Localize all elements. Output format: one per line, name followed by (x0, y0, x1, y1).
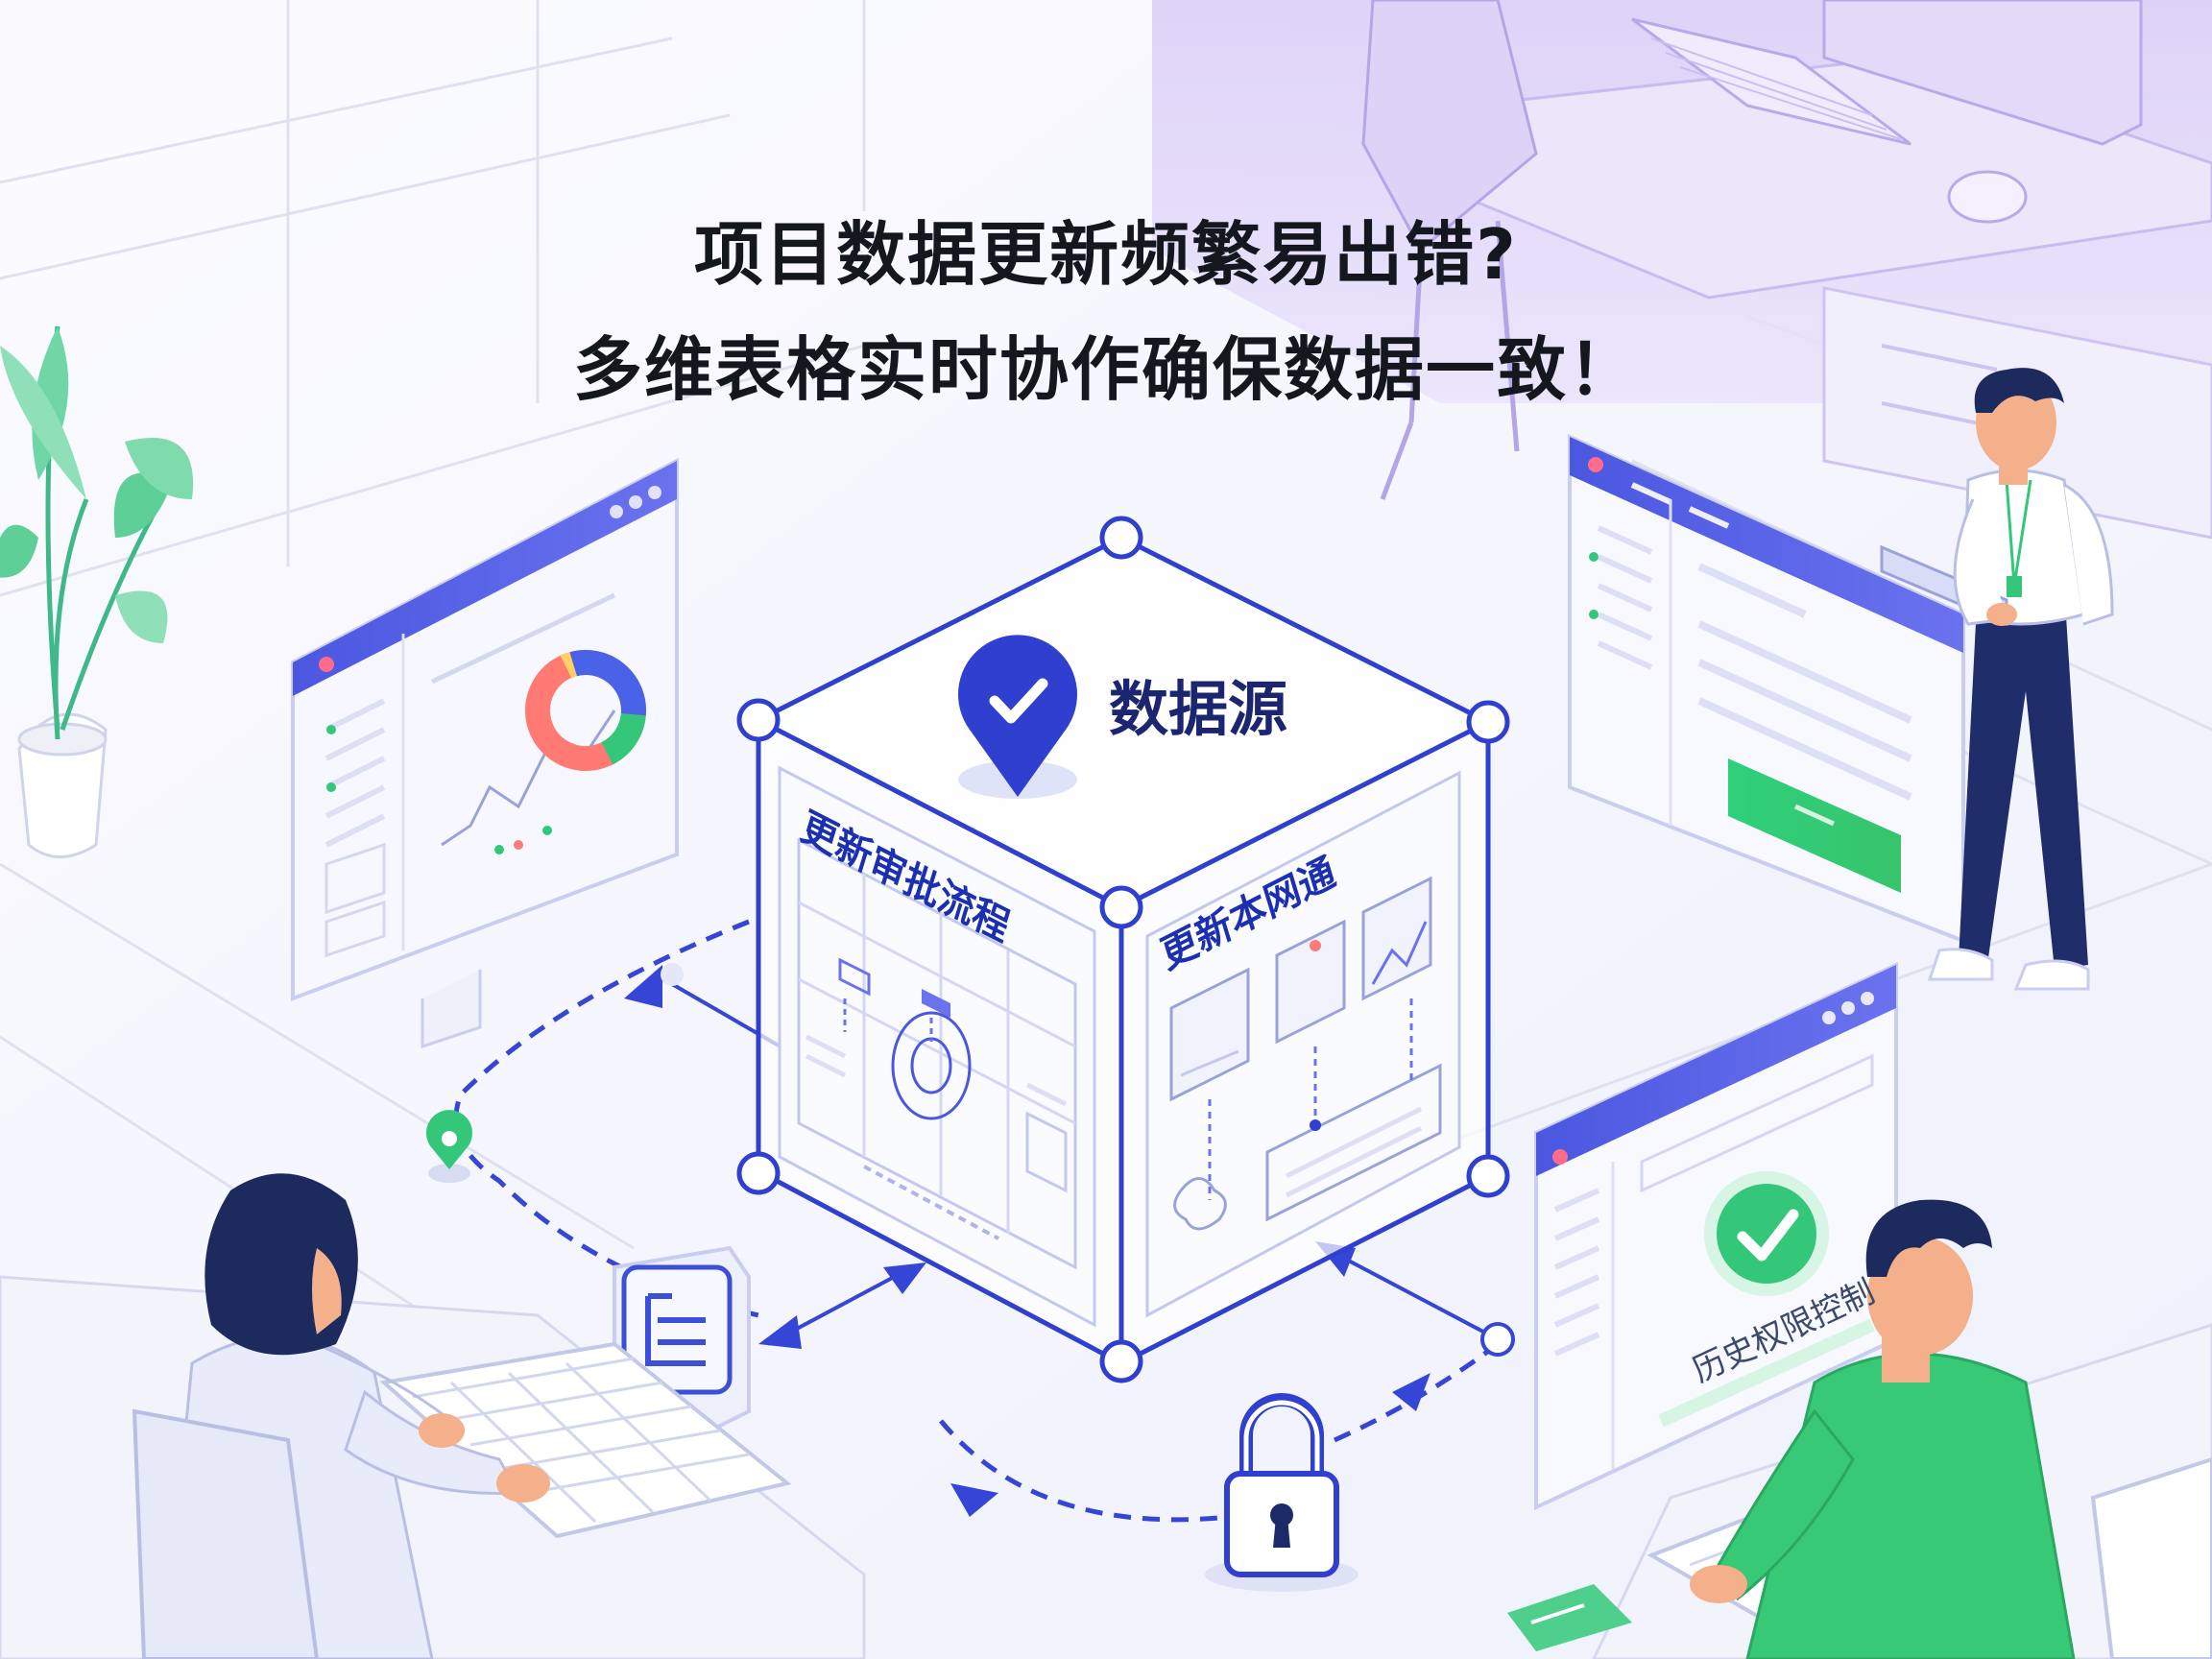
man-at-desk (1507, 1199, 2212, 1659)
dashboard-window-left (291, 457, 679, 1049)
headline-line-2: 多维表格实时协作确保数据一致！ (572, 329, 1639, 410)
potted-plant (0, 325, 194, 858)
standing-man (1880, 368, 2114, 991)
form-window-right (1568, 433, 1965, 944)
check-pin-icon (957, 635, 1077, 799)
donut-chart-icon (525, 650, 646, 771)
map-pin-icon (425, 1110, 472, 1183)
padlock-icon (1205, 1393, 1358, 1592)
data-source-cube (736, 516, 1510, 1383)
purple-office-area (1152, 0, 2212, 540)
permission-window-right (1534, 961, 1898, 1511)
headline-line-1: 项目数据更新频繁易出错? (694, 214, 1518, 295)
check-circle-icon (1704, 1171, 1829, 1296)
woman-at-desk (0, 1173, 866, 1659)
